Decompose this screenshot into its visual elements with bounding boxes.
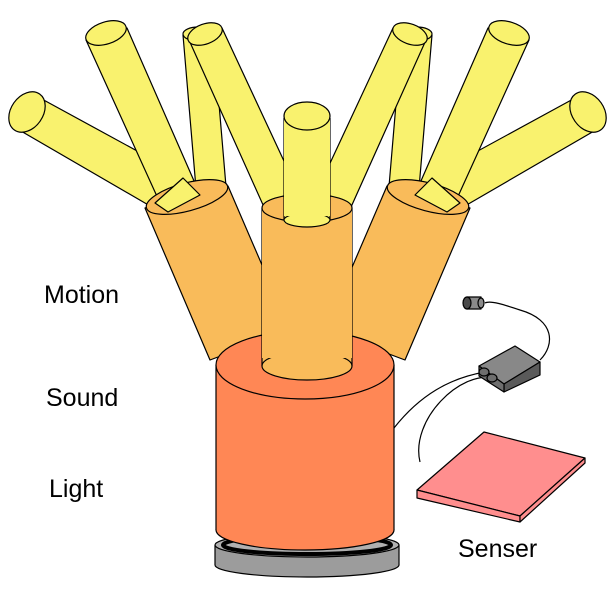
orange-tube-left: [144, 177, 291, 361]
yellow-tube-center: [283, 101, 331, 228]
sensor-junction-box: [478, 345, 541, 393]
label-sensor: Senser: [458, 535, 538, 563]
label-motion: Motion: [44, 281, 120, 309]
orange-tube-center: [261, 193, 353, 381]
yellow-tube-far-left: [8, 91, 184, 211]
sensor-pad: [416, 431, 586, 523]
yellow-tube-left-inner: [187, 22, 305, 217]
label-sound: Sound: [46, 384, 119, 412]
label-light: Light: [49, 475, 104, 503]
yellow-tube-right-inner: [310, 22, 428, 217]
sensor-plug: [462, 296, 485, 310]
base-plate: [214, 532, 400, 578]
